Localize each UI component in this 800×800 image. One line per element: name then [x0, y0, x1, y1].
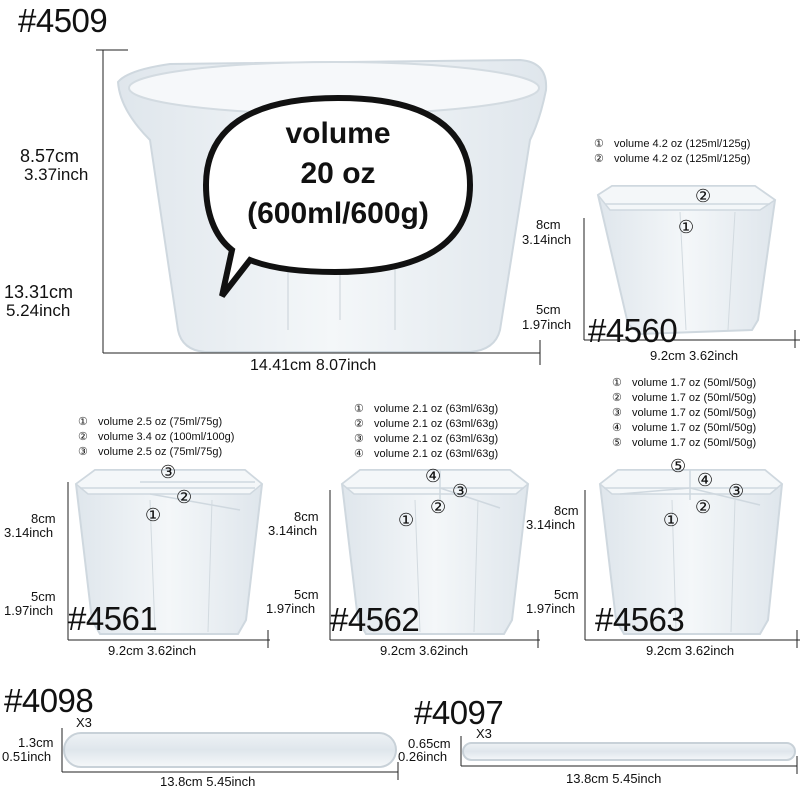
bottom-in-4562: 1.97inch — [266, 601, 316, 616]
stick-4097 — [462, 742, 796, 761]
speech-bubble — [202, 94, 474, 298]
marker-2-4560: ② — [695, 186, 712, 206]
model-4097: #4097 — [414, 694, 504, 731]
top-cm-4560: 8cm — [536, 217, 561, 232]
marker-2-4562: ② — [430, 497, 447, 517]
bottom-in-4561: 1.97inch — [4, 603, 54, 618]
height-in-4097: 0.26inch — [398, 749, 448, 764]
top-in-4560: 3.14inch — [522, 232, 572, 247]
model-4560: #4560 — [588, 312, 678, 349]
width-4560: 9.2cm 3.62inch — [650, 348, 739, 363]
marker-2-4563: ② — [695, 497, 712, 517]
cup-4563 — [598, 469, 784, 635]
marker-5-4563: ⑤ — [670, 456, 687, 476]
dim-lines-4561 — [67, 482, 270, 648]
dim-lines-4097 — [460, 736, 798, 774]
marker-1-4563: ① — [663, 510, 680, 530]
cup-4560 — [596, 185, 777, 336]
marker-1-4561: ① — [145, 505, 162, 525]
dim-lines-4098 — [61, 728, 399, 780]
dim-lines-4563 — [584, 490, 800, 648]
marker-2-4561: ② — [176, 487, 193, 507]
bottom-in-4509: 5.24inch — [6, 301, 71, 320]
width-4509: 14.41cm 8.07inch — [250, 357, 377, 374]
stick-4098 — [63, 732, 397, 768]
bottom-cm-4563: 5cm — [554, 587, 579, 602]
top-cm-4562: 8cm — [294, 509, 319, 524]
height-in-4098: 0.51inch — [2, 749, 52, 764]
qty-4098: X3 — [76, 715, 92, 730]
marker-1-4562: ① — [398, 510, 415, 530]
model-4561: #4561 — [68, 600, 158, 637]
width-4561: 9.2cm 3.62inch — [108, 643, 197, 658]
width-4562: 9.2cm 3.62inch — [380, 643, 469, 658]
model-4098: #4098 — [4, 682, 94, 719]
height-cm-4097: 0.65cm — [408, 736, 451, 751]
model-4562: #4562 — [330, 601, 420, 638]
width-4097: 13.8cm 5.45inch — [566, 771, 662, 786]
marker-4-4563: ④ — [697, 470, 714, 490]
marker-4-4562: ④ — [425, 466, 442, 486]
model-4563: #4563 — [595, 601, 685, 638]
dim-lines-4509 — [96, 49, 541, 365]
bubble-line-2: 20 oz — [300, 157, 376, 190]
cup-4561 — [74, 469, 264, 635]
marker-3-4561: ③ — [160, 462, 177, 482]
marker-3-4562: ③ — [452, 481, 469, 501]
width-4098: 13.8cm 5.45inch — [160, 774, 256, 789]
top-in-4563: 3.14inch — [526, 517, 576, 532]
height-cm-4509: 8.57cm — [20, 146, 80, 166]
marker-1-4560: ① — [678, 217, 695, 237]
bottom-in-4563: 1.97inch — [526, 601, 576, 616]
width-4563: 9.2cm 3.62inch — [646, 643, 735, 658]
qty-4097: X3 — [476, 726, 492, 741]
top-in-4561: 3.14inch — [4, 525, 54, 540]
dim-lines-4560 — [583, 218, 800, 348]
bottom-in-4560: 1.97inch — [522, 317, 572, 332]
bottom-cm-4561: 5cm — [31, 589, 56, 604]
bottom-cm-4509: 13.31cm — [4, 282, 74, 302]
cup-4562 — [340, 469, 530, 635]
top-cm-4561: 8cm — [31, 511, 56, 526]
bubble-line-1: volume — [285, 117, 391, 150]
top-cm-4563: 8cm — [554, 503, 579, 518]
marker-3-4563: ③ — [728, 481, 745, 501]
model-4509: #4509 — [18, 2, 108, 39]
top-in-4562: 3.14inch — [268, 523, 318, 538]
bottom-cm-4560: 5cm — [536, 302, 561, 317]
speech-bubble-text: volume 20 oz (600ml/600g) — [208, 114, 468, 234]
height-cm-4098: 1.3cm — [18, 735, 54, 750]
height-in-4509: 3.37inch — [24, 165, 89, 184]
bubble-line-3: (600ml/600g) — [247, 197, 429, 230]
bottom-cm-4562: 5cm — [294, 587, 319, 602]
dim-lines-4562 — [329, 490, 540, 648]
